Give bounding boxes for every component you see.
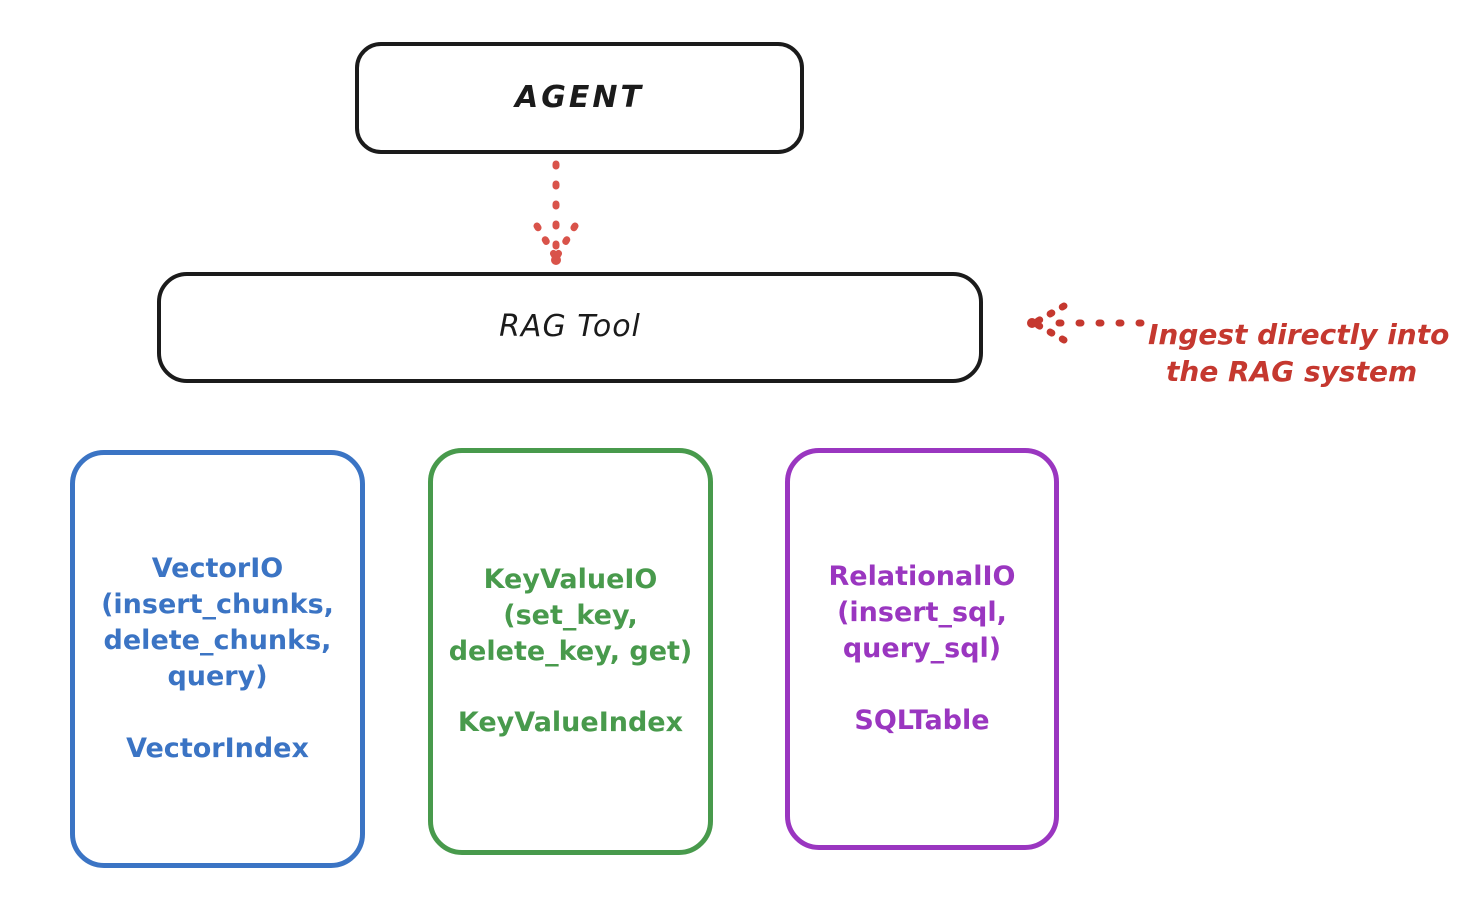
rag-tool-node-label: RAG Tool xyxy=(499,309,641,345)
rag-tool-node[interactable]: RAG Tool xyxy=(157,272,983,383)
agent-to-rag-connector xyxy=(520,160,600,272)
dotted-left-arrow-icon xyxy=(1027,302,1145,344)
ingest-annotation-line1: Ingest directly into xyxy=(1148,317,1450,351)
agent-node-label: AGENT xyxy=(515,79,644,115)
relationalio-card-label: RelationalIO (insert_sql, query_sql) SQL… xyxy=(828,561,1016,736)
relationalio-card[interactable]: RelationalIO (insert_sql, query_sql) SQL… xyxy=(785,448,1059,850)
ingest-connector xyxy=(1020,300,1145,348)
dotted-down-arrow-icon xyxy=(533,160,579,265)
keyvalueio-card[interactable]: KeyValueIO (set_key, delete_key, get) Ke… xyxy=(428,448,713,855)
ingest-annotation-line2: the RAG system xyxy=(1166,354,1418,388)
agent-node[interactable]: AGENT xyxy=(355,42,804,154)
keyvalueio-card-label: KeyValueIO (set_key, delete_key, get) Ke… xyxy=(448,563,693,739)
vectorio-card-label: VectorIO (insert_chunks, delete_chunks, … xyxy=(101,553,334,764)
vectorio-card[interactable]: VectorIO (insert_chunks, delete_chunks, … xyxy=(70,450,365,868)
ingest-annotation: Ingest directly into the RAG system xyxy=(1148,280,1478,428)
